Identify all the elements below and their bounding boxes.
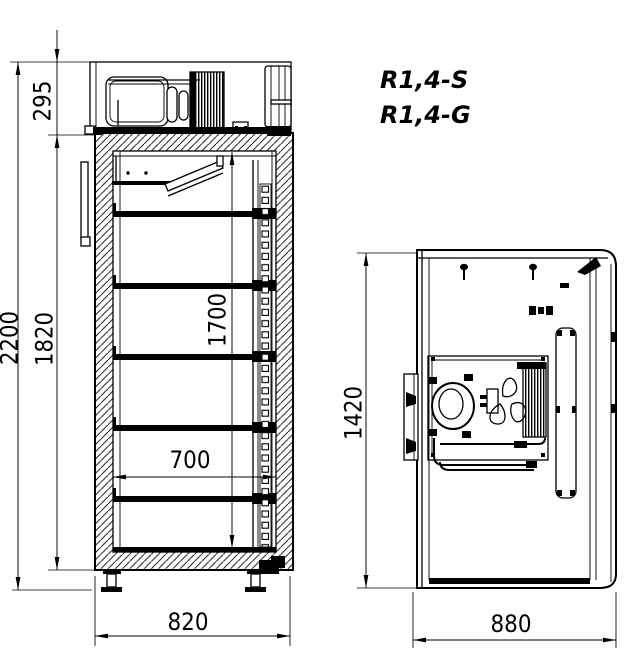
unit-base-rail — [99, 127, 291, 133]
model-label-2: R1,4-G — [380, 101, 471, 129]
dim-depth: 880 — [491, 610, 532, 638]
door-hinge — [80, 161, 91, 247]
model-label-1: R1,4-S — [380, 66, 468, 94]
side-hinge-bracket — [403, 373, 419, 461]
compressor-front — [105, 76, 169, 127]
shelf — [113, 275, 276, 291]
cabinet-floor — [113, 547, 276, 552]
compressor-side — [429, 374, 475, 438]
air-duct — [112, 155, 224, 197]
shelf — [113, 417, 276, 433]
dim-condensing-unit-height: 295 — [28, 81, 56, 122]
terminal-block — [529, 306, 553, 315]
foot-left — [101, 570, 122, 592]
side-view — [403, 249, 617, 589]
dim-overall-width: 820 — [168, 608, 209, 636]
shelf — [113, 488, 276, 504]
dim-side-height: 1420 — [339, 386, 367, 440]
condenser-side — [517, 362, 547, 438]
fan — [480, 377, 527, 425]
dim-body-height: 1820 — [30, 312, 58, 366]
shelf — [113, 203, 276, 219]
unit-side-panel — [264, 65, 292, 128]
refrigerant-pipes — [433, 437, 546, 471]
mounting-screw — [529, 263, 537, 280]
model-labels: R1,4-S R1,4-G — [380, 66, 471, 129]
rear-foot-bracket — [259, 556, 285, 574]
dim-interior-width: 700 — [170, 446, 211, 474]
back-channel — [555, 327, 577, 499]
condenser-front — [189, 71, 225, 131]
top-hinge-bracket — [577, 257, 601, 275]
dim-interior-height: 1700 — [203, 293, 231, 347]
shelf — [113, 346, 276, 362]
shelf-rail — [252, 160, 272, 548]
machine-compartment — [427, 355, 549, 461]
foot-right — [245, 570, 266, 592]
dimensions: 2200 295 1820 1700 700 820 1420 880 — [0, 30, 617, 648]
mounting-screw — [460, 263, 468, 280]
dim-overall-height: 2200 — [0, 311, 23, 365]
condensing-unit — [84, 61, 292, 136]
front-view — [80, 61, 294, 592]
